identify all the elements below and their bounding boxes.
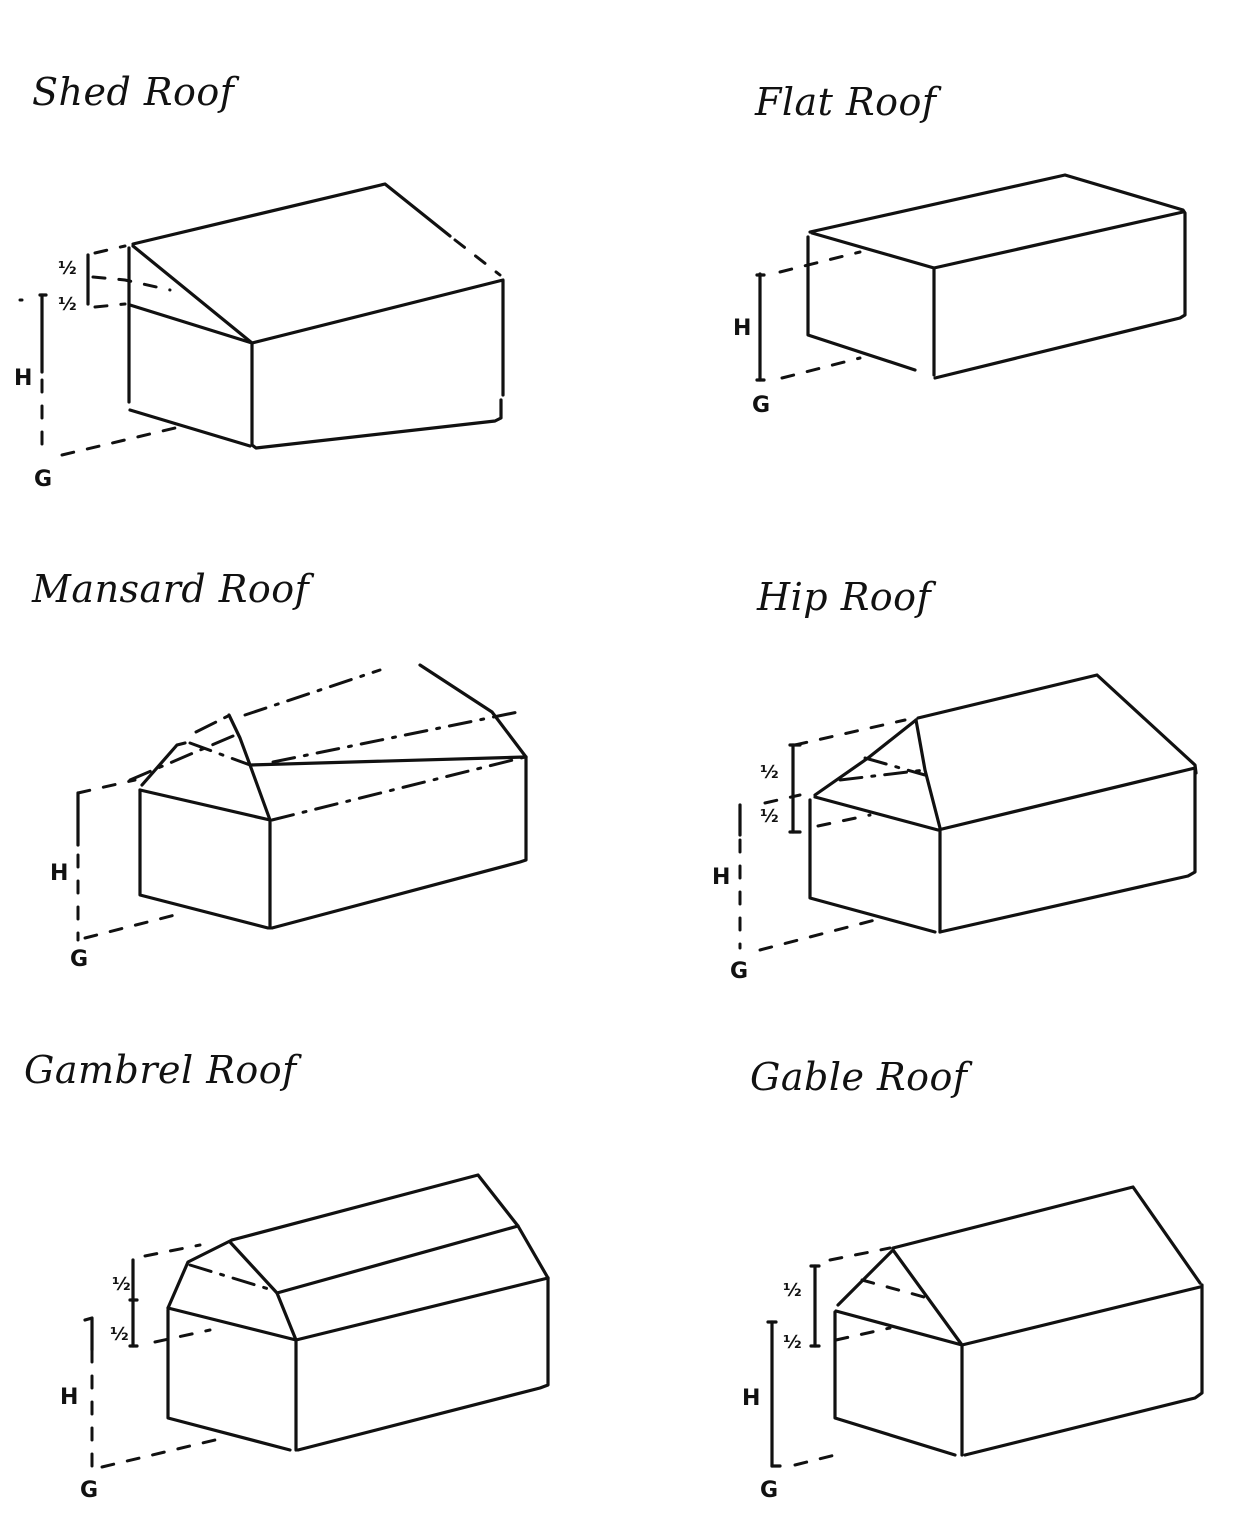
flat-roof-title: Flat Roof: [755, 80, 937, 124]
hip-roof-diagram: ½ ½ H G: [712, 673, 1198, 984]
gable-half-lower-label: ½: [783, 1332, 802, 1353]
flat-height-label: H: [733, 316, 751, 341]
shed-half-upper-label: ½: [58, 258, 77, 279]
gable-roof-building-outline: [833, 1185, 1204, 1457]
flat-ground-label: G: [752, 393, 770, 418]
shed-half-lower-label: ½: [58, 294, 77, 315]
gambrel-roof-title: Gambrel Roof: [24, 1048, 297, 1092]
shed-roof-dimension-lines: [18, 244, 177, 457]
mansard-roof-dimension-lines: [76, 778, 177, 942]
gambrel-half-upper-label: ½: [112, 1274, 131, 1295]
mansard-ground-label: G: [70, 947, 88, 972]
shed-roof-diagram: ½ ½ H G: [14, 182, 505, 492]
mansard-height-label: H: [50, 861, 68, 886]
mansard-roof-title: Mansard Roof: [32, 567, 310, 611]
hip-roof-dimension-lines: [738, 718, 907, 952]
hip-half-lower-label: ½: [760, 806, 779, 827]
hip-ground-label: G: [730, 959, 748, 984]
shed-roof-title: Shed Roof: [32, 70, 235, 114]
hip-roof-title: Hip Roof: [757, 575, 932, 619]
flat-roof-dimension-lines: [755, 250, 862, 382]
flat-roof-diagram: H G: [733, 173, 1187, 418]
shed-roof-building-outline: [127, 182, 505, 450]
hip-roof-building-outline: [808, 673, 1198, 934]
gambrel-roof-diagram: ½ ½ H G: [60, 1173, 550, 1503]
gable-height-label: H: [742, 1386, 760, 1411]
gambrel-roof-dimension-lines: [83, 1243, 217, 1472]
shed-height-label: H: [14, 366, 32, 391]
gambrel-height-label: H: [60, 1385, 78, 1410]
gable-roof-diagram: ½ ½ H G: [742, 1185, 1204, 1503]
gambrel-ground-label: G: [80, 1478, 98, 1503]
hip-half-upper-label: ½: [760, 762, 779, 783]
mansard-roof-building-outline: [128, 663, 528, 930]
gable-ground-label: G: [760, 1478, 778, 1503]
hip-height-label: H: [712, 865, 730, 890]
gambrel-roof-building-outline: [166, 1173, 550, 1452]
gable-half-upper-label: ½: [783, 1280, 802, 1301]
mansard-roof-diagram: H G: [50, 663, 528, 972]
gambrel-half-lower-label: ½: [110, 1324, 129, 1345]
flat-roof-building-outline: [806, 173, 1187, 380]
shed-ground-label: G: [34, 467, 52, 492]
gable-roof-title: Gable Roof: [750, 1055, 968, 1099]
gable-roof-dimension-lines: [766, 1246, 892, 1468]
